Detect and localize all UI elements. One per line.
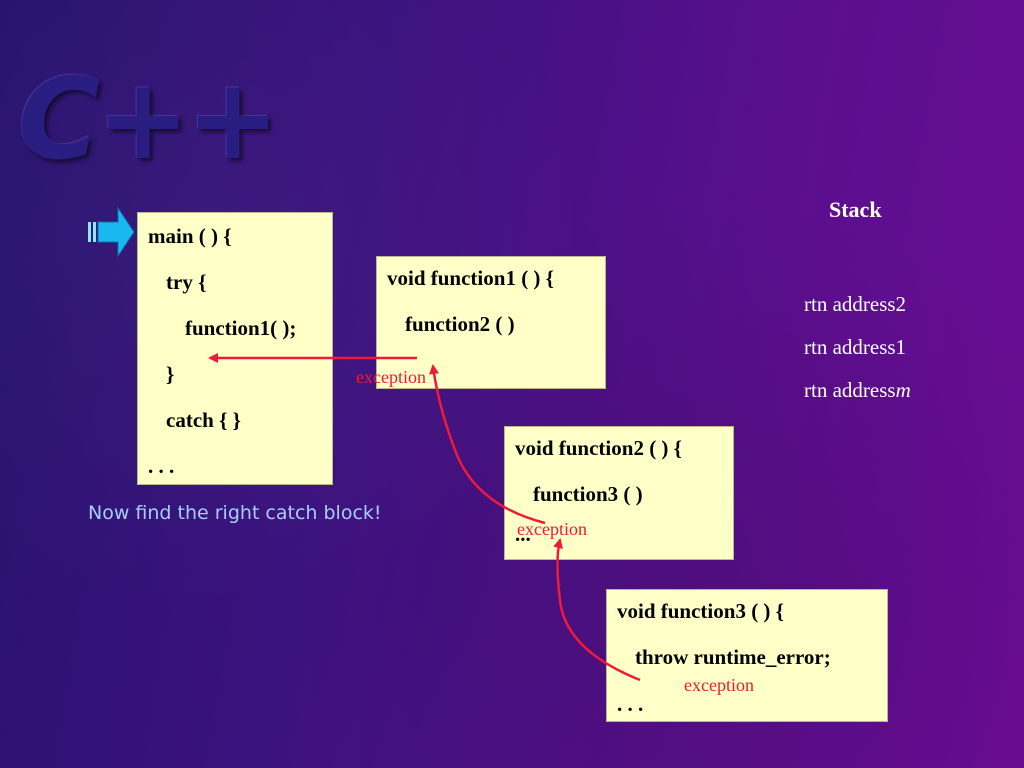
cpp-logo: C++ <box>18 55 280 185</box>
function3-box: void function3 ( ) { throw runtime_error… <box>606 589 888 722</box>
function2-line-1: void function2 ( ) { <box>515 436 682 460</box>
function2-line-2: function3 ( ) <box>533 482 643 506</box>
function3-line-2: throw runtime_error; <box>635 645 831 669</box>
function3-line-1: void function3 ( ) { <box>617 599 784 623</box>
stack-item-3: rtn addressm <box>804 378 911 403</box>
main-box: main ( ) { try { function1( ); } catch {… <box>137 212 333 485</box>
function3-line-3: . . . <box>617 692 644 716</box>
stack-item-2: rtn address1 <box>804 335 907 359</box>
stack-item-3-italic: m <box>895 378 911 402</box>
main-line-6: . . . <box>148 454 175 478</box>
pointer-arrow-icon <box>88 206 135 258</box>
function2-line-3: ... <box>515 522 531 546</box>
main-line-3: function1( ); <box>185 316 297 340</box>
exception-label-f2: exception <box>517 519 587 539</box>
main-line-4: } <box>166 362 175 386</box>
stack-title: Stack <box>829 197 882 222</box>
function2-box: void function2 ( ) { function3 ( ) ... <box>504 426 734 560</box>
exception-label-f1: exception <box>356 367 426 387</box>
function1-line-2: function2 ( ) <box>405 312 515 336</box>
arrow-f2-to-f1 <box>429 364 546 525</box>
stack-item-1: rtn address2 <box>804 292 907 316</box>
caption-text: Now find the right catch block! <box>88 502 382 524</box>
function1-box: void function1 ( ) { function2 ( ) <box>376 256 606 389</box>
stack-item-3-prefix: rtn address <box>804 378 896 402</box>
main-line-2: try { <box>166 270 207 294</box>
arrow-f3-to-f2 <box>553 538 641 682</box>
main-line-1: main ( ) { <box>148 224 232 248</box>
main-line-5: catch { } <box>166 408 241 432</box>
exception-label-f3: exception <box>684 675 754 695</box>
function1-line-1: void function1 ( ) { <box>387 266 554 290</box>
